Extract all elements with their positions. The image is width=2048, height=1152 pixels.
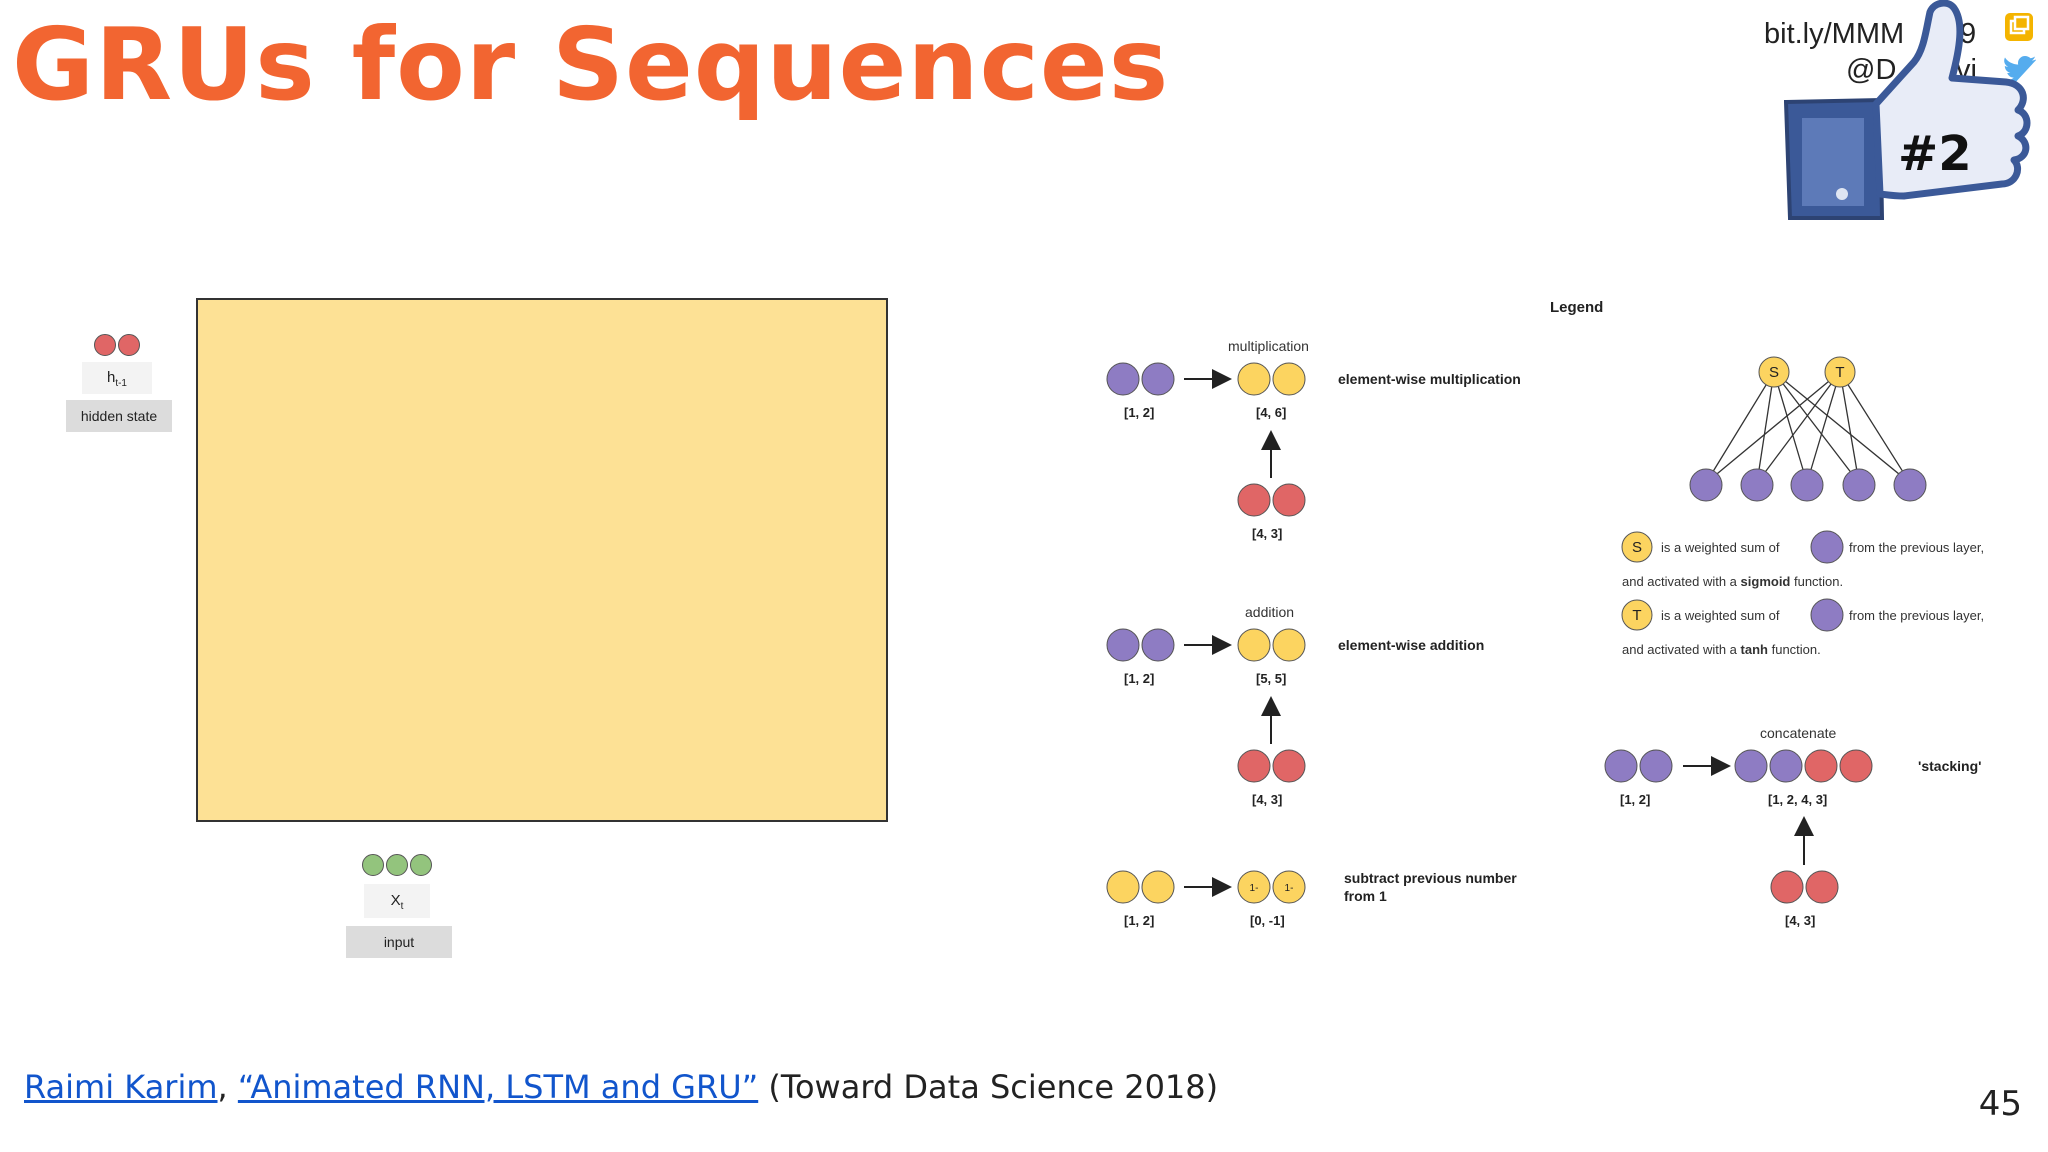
network-input-node-1 xyxy=(1689,468,1723,502)
s-desc-text-2: from the previous layer, xyxy=(1849,540,1984,555)
mult-input-b-dot-2 xyxy=(1272,483,1306,517)
sub-input-dot-2 xyxy=(1141,870,1175,904)
network-input-node-2 xyxy=(1740,468,1774,502)
network-edges xyxy=(1705,371,1911,484)
t-desc-node-label: T xyxy=(1632,607,1641,624)
network-node-t-label: T xyxy=(1835,364,1844,381)
concat-input-b-dot-2 xyxy=(1805,870,1839,904)
link-text: bit.ly/MMM xyxy=(1764,18,1905,50)
concat-output-dot-4 xyxy=(1839,749,1873,783)
hidden-state-dot-1 xyxy=(94,334,116,356)
t-desc-text-3: and activated with a tanh function. xyxy=(1622,642,1821,657)
hidden-state-caption: hidden state xyxy=(66,400,172,432)
sub-input-dot-1 xyxy=(1106,870,1140,904)
badge-label: #2 xyxy=(1898,126,1972,182)
add-input-a-dot-2 xyxy=(1141,628,1175,662)
network-input-node-3 xyxy=(1790,468,1824,502)
citation-author-link[interactable]: Raimi Karim xyxy=(24,1068,218,1106)
mult-input-a-dot-1 xyxy=(1106,362,1140,396)
mult-output-dot-2 xyxy=(1272,362,1306,396)
network-node-t xyxy=(1824,356,1856,388)
concat-b-label: [4, 3] xyxy=(1785,913,1815,928)
t-desc-node xyxy=(1621,599,1653,631)
sub-a-label: [1, 2] xyxy=(1124,913,1154,928)
network-node-s-label: S xyxy=(1769,364,1779,381)
mult-input-a-dot-2 xyxy=(1141,362,1175,396)
citation-separator: , xyxy=(217,1068,238,1106)
concat-input-a-dot-2 xyxy=(1639,749,1673,783)
concat-output-dot-1 xyxy=(1734,749,1768,783)
citation: Raimi Karim, “Animated RNN, LSTM and GRU… xyxy=(24,1068,1218,1106)
network-input-node-5 xyxy=(1893,468,1927,502)
concat-output-dot-2 xyxy=(1769,749,1803,783)
add-desc: element-wise addition xyxy=(1338,637,1484,653)
add-out-label: [5, 5] xyxy=(1256,671,1286,686)
input-symbol: Xt xyxy=(364,884,430,918)
network-input-node-4 xyxy=(1842,468,1876,502)
add-input-a-dot-1 xyxy=(1106,628,1140,662)
add-input-b-dot-1 xyxy=(1237,749,1271,783)
input-caption: input xyxy=(346,926,452,958)
concat-input-b-dot-1 xyxy=(1770,870,1804,904)
add-output-dot-2 xyxy=(1272,628,1306,662)
sub-out-label: [0, -1] xyxy=(1250,913,1285,928)
link-tail-text: 9 xyxy=(1960,18,1977,50)
concat-desc: 'stacking' xyxy=(1918,758,1981,774)
mult-input-b-dot-1 xyxy=(1237,483,1271,517)
add-op-label: addition xyxy=(1245,604,1294,620)
slides-icon xyxy=(2004,12,2034,42)
s-desc-node-label: S xyxy=(1632,539,1642,556)
page-number: 45 xyxy=(1978,1084,2022,1124)
sub-output-dot-1-label: 1- xyxy=(1250,883,1259,894)
hidden-state-symbol: ht-1 xyxy=(82,362,152,394)
thumbs-up-badge-icon xyxy=(1783,0,2038,220)
concat-input-a-dot-1 xyxy=(1604,749,1638,783)
gru-cell-box xyxy=(196,298,888,822)
mult-output-dot-1 xyxy=(1237,362,1271,396)
add-input-b-dot-2 xyxy=(1272,749,1306,783)
concat-a-label: [1, 2] xyxy=(1620,792,1650,807)
citation-work-link[interactable]: “Animated RNN, LSTM and GRU” xyxy=(237,1068,759,1106)
input-dot-3 xyxy=(410,854,432,876)
concat-op-label: concatenate xyxy=(1760,725,1836,741)
mult-op-label: multiplication xyxy=(1228,338,1309,354)
sub-output-dot-2 xyxy=(1272,870,1306,904)
legend-diagram: Legend multiplication element-wise multi… xyxy=(1106,299,1984,928)
add-b-label: [4, 3] xyxy=(1252,792,1282,807)
sub-desc-line-1: subtract previous number xyxy=(1344,870,1517,886)
slide-title: GRUs for Sequences xyxy=(12,6,1170,123)
s-desc-node xyxy=(1621,531,1653,563)
mult-b-label: [4, 3] xyxy=(1252,526,1282,541)
sub-output-dot-2-label: 1- xyxy=(1285,883,1294,894)
s-desc-prev-node xyxy=(1810,530,1844,564)
add-a-label: [1, 2] xyxy=(1124,671,1154,686)
sub-output-dot-1 xyxy=(1237,870,1271,904)
legend-title: Legend xyxy=(1550,299,1603,316)
concat-output-dot-3 xyxy=(1804,749,1838,783)
mult-out-label: [4, 6] xyxy=(1256,405,1286,420)
t-desc-text-1: is a weighted sum of xyxy=(1661,608,1780,623)
sub-desc-line-2: from 1 xyxy=(1344,888,1387,904)
network-node-s xyxy=(1758,356,1790,388)
mult-a-label: [1, 2] xyxy=(1124,405,1154,420)
twitter-icon xyxy=(2003,56,2037,84)
handle-text: @D xyxy=(1846,54,1897,86)
add-output-dot-1 xyxy=(1237,628,1271,662)
s-desc-text-3: and activated with a sigmoid function. xyxy=(1622,574,1843,589)
hidden-state-dot-2 xyxy=(118,334,140,356)
mult-desc: element-wise multiplication xyxy=(1338,371,1521,387)
citation-venue: (Toward Data Science 2018) xyxy=(758,1068,1219,1106)
t-desc-text-2: from the previous layer, xyxy=(1849,608,1984,623)
input-dot-1 xyxy=(362,854,384,876)
t-desc-prev-node xyxy=(1810,598,1844,632)
concat-out-label: [1, 2, 4, 3] xyxy=(1768,792,1827,807)
input-dot-2 xyxy=(386,854,408,876)
s-desc-text-1: is a weighted sum of xyxy=(1661,540,1780,555)
